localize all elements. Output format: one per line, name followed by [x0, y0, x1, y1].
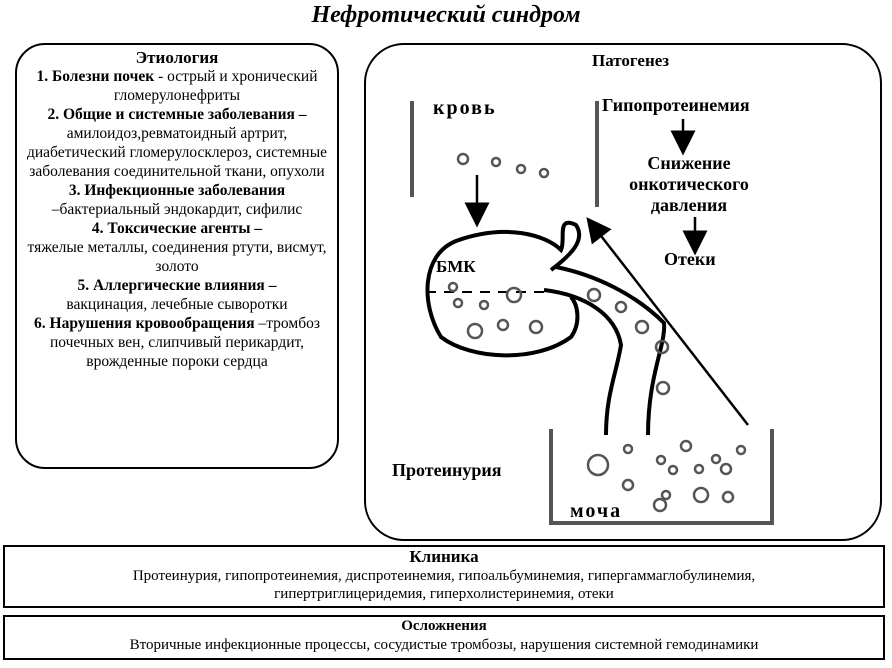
hypoproteinemia-label: Гипопротеинемия: [602, 95, 750, 115]
complications-panel: Осложнения Вторичные инфекционные процес…: [3, 615, 885, 660]
tubule-wall-outer: [555, 265, 667, 436]
pathogenesis-panel: Патогенез кровь Гипопротеинемия Снижение…: [364, 43, 882, 541]
etiology-item: 2. Общие и системные заболевания – амилои…: [17, 105, 337, 181]
etiology-panel: Этиология 1. Болезни почек - острый и хр…: [15, 43, 339, 469]
etiology-item-text: –бактериальный эндокардит, сифилис: [51, 201, 303, 218]
page-title: Нефротический синдром: [311, 2, 581, 28]
clinic-text: гипертриглицеридемия, гиперхолистеринеми…: [274, 586, 614, 602]
complications-heading: Осложнения: [401, 618, 487, 634]
etiology-item-text: –тромбоз почечных вен, слипчивый перикар…: [49, 315, 320, 370]
filtered-proteins: [447, 281, 671, 396]
etiology-item: 4. Токсические агенты – тяжелые металлы, …: [17, 219, 337, 276]
pathogenesis-diagram: [410, 101, 774, 525]
etiology-item-head: 4. Токсические агенты –: [91, 220, 263, 237]
arrow-up-icon: [586, 217, 749, 426]
urine-label: моча: [570, 500, 623, 522]
tubule-wall-inner: [543, 288, 624, 436]
bmk-label: БМК: [436, 257, 476, 276]
pathogenesis-heading: Патогенез: [592, 51, 670, 70]
urine-proteins: [586, 439, 747, 513]
edema-label: Отеки: [664, 249, 716, 269]
etiology-heading: Этиология: [135, 48, 219, 67]
etiology-item: 6. Нарушения кровообращения –тромбоз поч…: [17, 314, 337, 371]
etiology-item-head: 2. Общие и системные заболевания –: [47, 106, 307, 123]
etiology-item: 3. Инфекционные заболевания –бактериальны…: [17, 181, 337, 219]
oncotic-line: давления: [650, 195, 728, 215]
blood-proteins: [456, 152, 550, 179]
etiology-item: 1. Болезни почек - острый и хронический …: [17, 67, 337, 105]
clinic-panel: Клиника Протеинурия, гипопротеинемия, ди…: [3, 545, 885, 608]
clinic-text: Протеинурия, гипопротеинемия, диспротеин…: [132, 568, 756, 584]
oncotic-line: онкотического: [629, 174, 749, 194]
etiology-item-head: 1. Болезни почек: [36, 68, 155, 85]
etiology-item-text: тяжелые металлы, соединения ртути, висму…: [27, 239, 327, 275]
etiology-item-text: амилоидоз,ревматоидный артрит, диабетиче…: [26, 125, 328, 180]
etiology-item-text: - острый и хронический гломерулонефриты: [113, 68, 318, 104]
etiology-item: 5. Аллергические влияния – вакцинация, ле…: [17, 276, 337, 314]
proteinuria-label: Протеинурия: [392, 460, 502, 480]
etiology-item-head: 6. Нарушения кровообращения: [34, 315, 255, 332]
etiology-item-text: вакцинация, лечебные сыворотки: [66, 296, 288, 313]
blood-label: кровь: [433, 97, 497, 119]
etiology-item-head: 5. Аллергические влияния –: [77, 277, 277, 294]
clinic-heading: Клиника: [409, 547, 479, 566]
urine-beaker: [549, 429, 774, 525]
oncotic-line: Снижение: [647, 153, 731, 173]
complications-text: Вторичные инфекционные процессы, сосудис…: [129, 637, 759, 653]
etiology-item-head: 3. Инфекционные заболевания: [68, 182, 286, 199]
oncotic-pressure-label: Снижение онкотического давления: [604, 153, 774, 216]
glomerulus-shape: [425, 220, 582, 358]
